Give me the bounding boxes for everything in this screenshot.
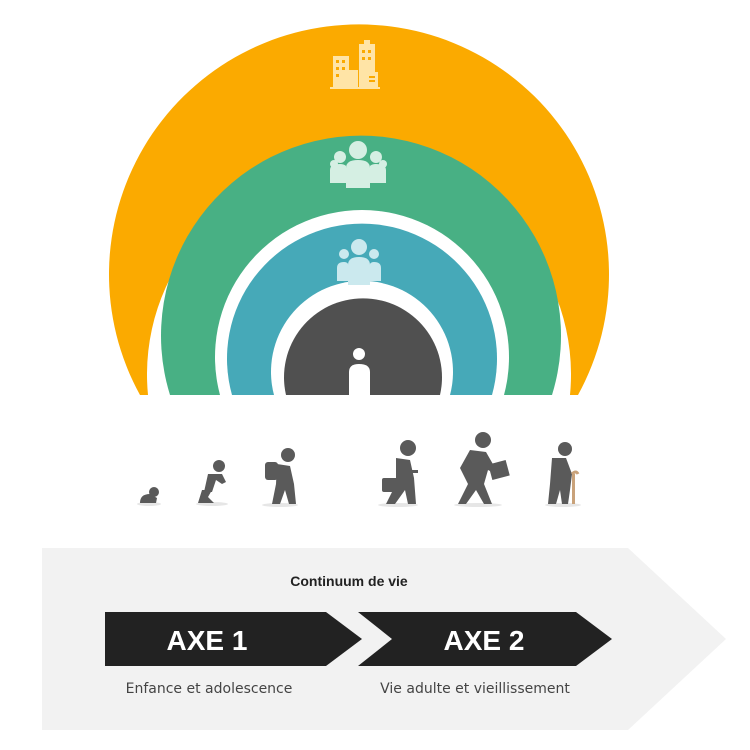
baby-icon — [137, 487, 161, 506]
crawling-child-icon — [196, 460, 228, 506]
adult-walking-icon — [454, 432, 510, 507]
ecosystem-rings — [109, 24, 610, 395]
family-icon — [337, 239, 381, 285]
buildings-icon — [330, 40, 380, 89]
axe-2-caption: Vie adulte et vieillissement — [380, 681, 570, 697]
student-with-backpack-icon — [262, 448, 298, 507]
axe-1-caption: Enfance et adolescence — [126, 681, 293, 697]
life-stages — [137, 432, 581, 507]
continuum-band: Continuum de vie AXE 1 AXE 2 Enfance et … — [42, 548, 726, 730]
person-icon — [349, 348, 370, 395]
axe-2-label: AXE 2 — [444, 625, 525, 656]
worker-with-briefcase-icon — [378, 440, 418, 507]
group-icon — [330, 141, 387, 188]
axe-2-chevron — [358, 612, 612, 666]
axe-1-label: AXE 1 — [167, 625, 248, 656]
ring-individual — [284, 298, 442, 395]
continuum-arrow-background — [42, 548, 726, 730]
continuum-title: Continuum de vie — [290, 573, 408, 589]
axe-1-chevron — [105, 612, 362, 666]
elder-with-cane-icon — [545, 442, 581, 507]
